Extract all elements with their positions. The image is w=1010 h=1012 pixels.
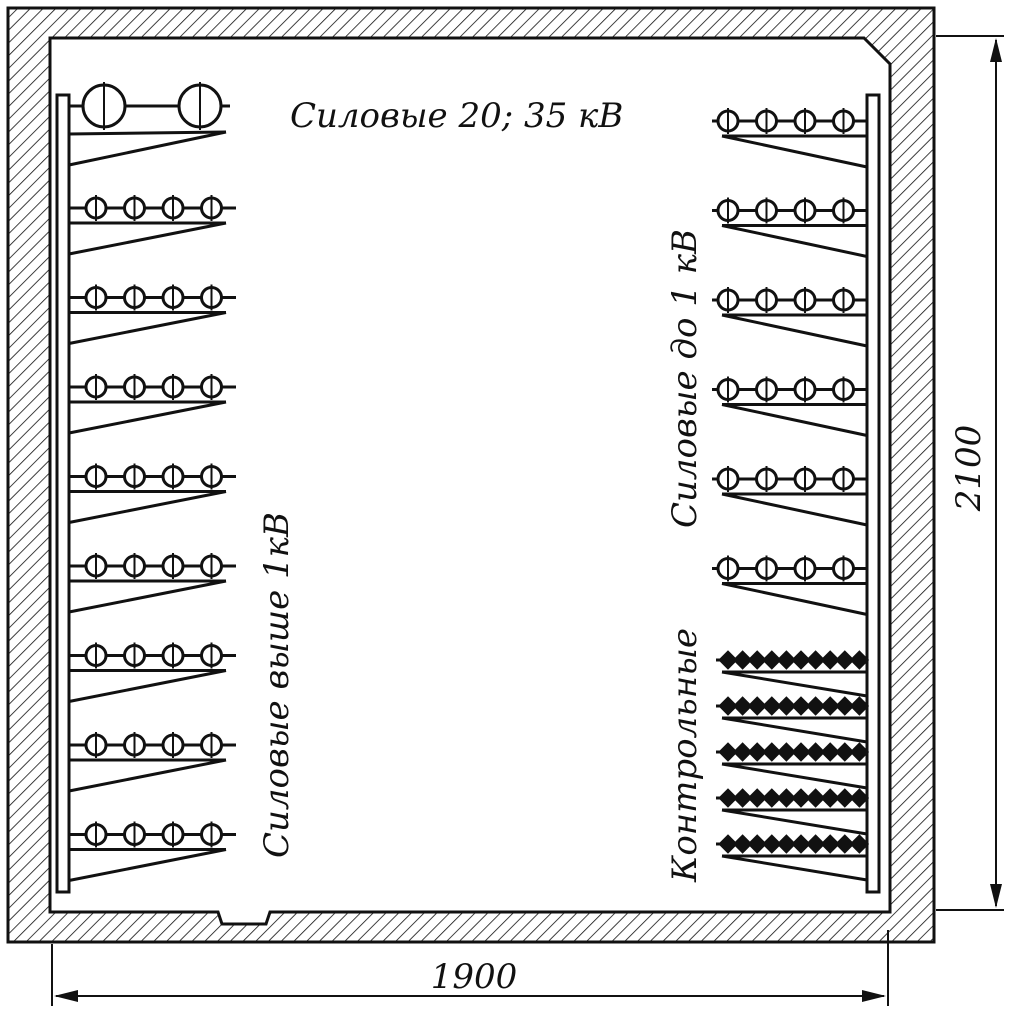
cable	[832, 376, 855, 403]
cable	[161, 732, 185, 758]
shelf-left	[68, 553, 236, 614]
cable	[793, 197, 817, 224]
cable	[832, 287, 855, 313]
shelf-left	[68, 284, 236, 345]
control-cable	[849, 788, 870, 808]
cable	[84, 553, 108, 579]
cable	[84, 642, 108, 669]
cable	[716, 197, 740, 224]
cable	[200, 732, 223, 758]
cable	[200, 553, 223, 579]
cable	[123, 821, 146, 848]
cable	[177, 82, 223, 130]
shelf-left	[68, 821, 236, 882]
cable	[793, 287, 817, 313]
shelf-control	[716, 788, 870, 836]
cable	[161, 463, 185, 490]
label-hv-20-35kv: Силовые 20; 35 кВ	[290, 96, 623, 136]
label-hv-above-1kv: Силовые выше 1кВ	[257, 512, 297, 858]
cable	[123, 284, 146, 311]
cable	[755, 466, 778, 492]
shelf-left	[68, 463, 236, 524]
right-post	[865, 93, 881, 894]
cable	[123, 195, 146, 221]
cable	[832, 197, 855, 224]
shelf-right	[712, 108, 868, 169]
control-cable	[849, 696, 870, 716]
control-cable	[849, 650, 870, 670]
cable	[716, 555, 740, 582]
cable	[84, 284, 108, 311]
cable	[123, 374, 146, 400]
cable	[716, 466, 740, 492]
cable	[755, 376, 778, 403]
shelf-left	[68, 642, 236, 703]
cable	[755, 108, 778, 134]
shelf-control	[716, 834, 870, 882]
label-lv-up-to-1kv: Силовые до 1 кВ	[665, 229, 705, 528]
cable	[161, 284, 185, 311]
cable	[84, 463, 108, 490]
cable	[123, 553, 146, 579]
cable	[755, 555, 778, 582]
shelf-right	[712, 555, 868, 616]
shelf-control	[716, 742, 870, 790]
cable	[832, 108, 855, 134]
cable	[716, 287, 740, 313]
cable	[161, 642, 185, 669]
cable	[716, 376, 740, 403]
shelf-right	[712, 466, 868, 527]
shelf-left	[68, 195, 236, 256]
control-cable	[849, 834, 870, 854]
shelf-right	[712, 287, 868, 348]
cable	[200, 195, 223, 221]
cable	[123, 732, 146, 758]
dimension-height-value: 2100	[949, 425, 989, 513]
shelf-top-large	[68, 82, 230, 167]
cable	[832, 555, 855, 582]
cable	[84, 821, 108, 848]
cable	[161, 374, 185, 400]
cable	[84, 732, 108, 758]
shelf-control	[716, 650, 870, 698]
shelf-left	[68, 732, 236, 793]
cable	[200, 642, 223, 669]
cable	[793, 555, 817, 582]
cable	[200, 284, 223, 311]
dimension-width-value: 1900	[431, 957, 518, 997]
cable	[755, 287, 778, 313]
cable	[84, 374, 108, 400]
right-cable-rack	[712, 108, 870, 882]
shelf-left	[68, 374, 236, 435]
cable	[716, 108, 740, 134]
cable	[832, 466, 855, 492]
cable	[161, 195, 185, 221]
cable	[793, 108, 817, 134]
shelf-right	[712, 197, 868, 258]
cable	[84, 195, 108, 221]
cable	[200, 463, 223, 490]
cable	[200, 374, 223, 400]
cable	[755, 197, 778, 224]
left-post	[55, 93, 71, 894]
shelf-right	[712, 376, 868, 437]
concrete-walls	[6, 6, 936, 944]
dimension-width	[51, 930, 889, 1006]
left-cable-rack	[68, 82, 236, 882]
cable	[793, 466, 817, 492]
label-control-cables: Контрольные	[665, 628, 705, 883]
dimension-height	[936, 35, 1004, 911]
control-cable	[849, 742, 870, 762]
cable	[161, 821, 185, 848]
cable	[200, 821, 223, 848]
cable	[123, 642, 146, 669]
cable	[161, 553, 185, 579]
cable	[123, 463, 146, 490]
cable	[793, 376, 817, 403]
shelf-control	[716, 696, 870, 744]
support-posts	[55, 93, 881, 894]
cable	[81, 82, 127, 130]
